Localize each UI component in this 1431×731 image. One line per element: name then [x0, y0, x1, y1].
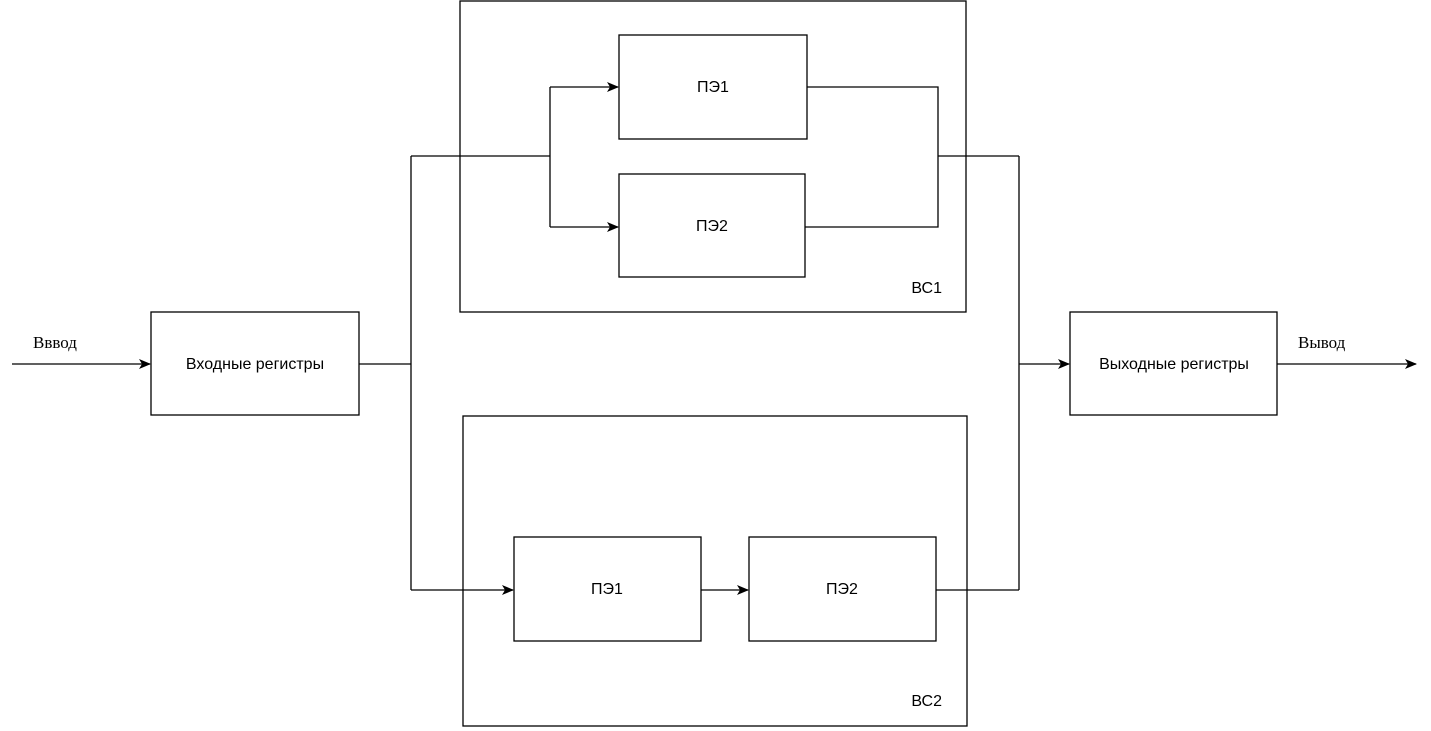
vs2-label: ВС2	[911, 693, 942, 710]
vs1-pe1-box	[618, 34, 808, 140]
input-label: Вввод	[33, 333, 77, 352]
output-label: Вывод	[1298, 333, 1346, 352]
vs1-pe2-box	[618, 173, 806, 278]
vs1-pe1-output-line	[805, 86, 939, 228]
output-registers-box	[1069, 311, 1278, 416]
output-registers-label: Выходные регистры	[1099, 356, 1249, 373]
vs2-pe1-label: ПЭ1	[591, 581, 623, 598]
vs1-pe1-label: ПЭ1	[697, 79, 729, 96]
vs2-pe2-label: ПЭ2	[826, 581, 858, 598]
input-registers-label: Входные регистры	[186, 356, 324, 373]
vs1-label: ВС1	[911, 280, 942, 297]
vs1-pe2-label: ПЭ2	[696, 218, 728, 235]
vs2-pe2-box	[748, 536, 937, 642]
input-registers-box	[150, 311, 360, 416]
vs2-pe1-box	[513, 536, 702, 642]
